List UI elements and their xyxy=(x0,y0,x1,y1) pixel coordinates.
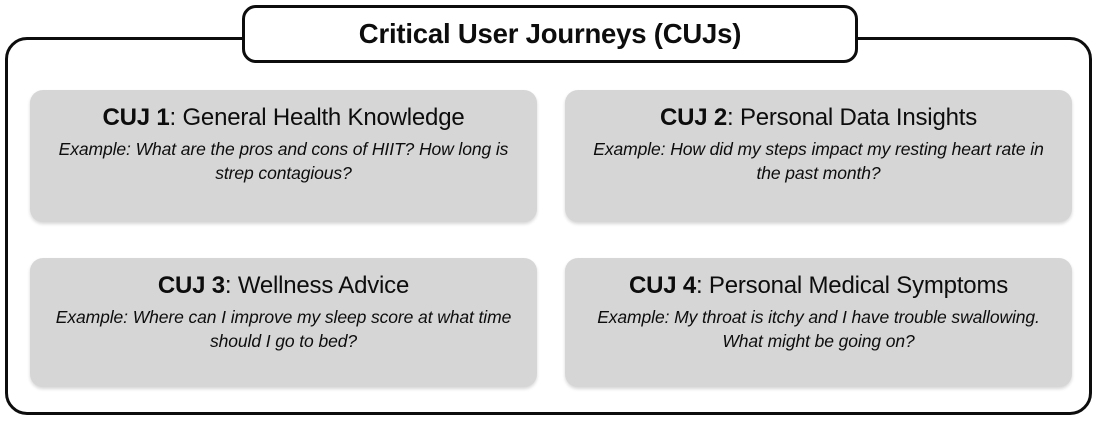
cuj-card-1-title: General Health Knowledge xyxy=(182,104,465,131)
cuj-card-4-label: CUJ 4 xyxy=(628,272,696,299)
cuj-card-1-separator: : xyxy=(169,104,177,131)
diagram-title: Critical User Journeys (CUJs) xyxy=(358,18,742,50)
cuj-card-1-example: Example: What are the pros and cons of H… xyxy=(54,138,514,185)
cuj-card-1-example-label: Example: xyxy=(58,139,131,160)
cuj-card-2-example: Example: How did my steps impact my rest… xyxy=(589,138,1049,185)
cuj-card-4-example: Example: My throat is itchy and I have t… xyxy=(589,306,1049,353)
cuj-card-2-heading: CUJ 2: Personal Data Insights xyxy=(660,104,977,132)
cuj-card-1-label: CUJ 1 xyxy=(102,104,170,131)
cuj-card-4-heading: CUJ 4: Personal Medical Symptoms xyxy=(629,272,1008,300)
cuj-card-2-separator: : xyxy=(727,104,734,131)
cuj-card-2-example-label: Example: xyxy=(593,139,666,160)
cuj-card-4-example-label: Example: xyxy=(597,307,670,328)
diagram-title-chip: Critical User Journeys (CUJs) xyxy=(242,5,858,63)
cuj-card-4-example-text: My throat is itchy and I have trouble sw… xyxy=(674,307,1040,351)
cuj-card-1-example-text: What are the pros and cons of HIIT? How … xyxy=(135,139,509,183)
cuj-card-3-example-label: Example: xyxy=(55,307,128,328)
cuj-card-3-example-text: Where can I improve my sleep score at wh… xyxy=(132,307,512,351)
cuj-card-2-title: Personal Data Insights xyxy=(739,104,978,131)
cuj-card-4: CUJ 4: Personal Medical Symptoms Example… xyxy=(565,258,1072,387)
cuj-card-3-title: Wellness Advice xyxy=(237,272,410,299)
cuj-card-4-title: Personal Medical Symptoms xyxy=(708,272,1009,299)
cuj-card-3-heading: CUJ 3: Wellness Advice xyxy=(158,272,409,300)
cuj-card-3-separator: : xyxy=(224,272,232,299)
cuj-card-1: CUJ 1: General Health Knowledge Example:… xyxy=(30,90,537,222)
cuj-card-4-separator: : xyxy=(695,272,703,299)
cuj-card-2-label: CUJ 2 xyxy=(659,104,727,131)
cuj-card-grid: CUJ 1: General Health Knowledge Example:… xyxy=(30,90,1072,387)
cuj-card-2-example-text: How did my steps impact my resting heart… xyxy=(670,139,1044,183)
cuj-card-3: CUJ 3: Wellness Advice Example: Where ca… xyxy=(30,258,537,387)
cuj-card-2: CUJ 2: Personal Data Insights Example: H… xyxy=(565,90,1072,222)
cuj-card-3-example: Example: Where can I improve my sleep sc… xyxy=(54,306,514,353)
cuj-card-3-label: CUJ 3 xyxy=(157,272,225,299)
cuj-card-1-heading: CUJ 1: General Health Knowledge xyxy=(102,104,464,132)
